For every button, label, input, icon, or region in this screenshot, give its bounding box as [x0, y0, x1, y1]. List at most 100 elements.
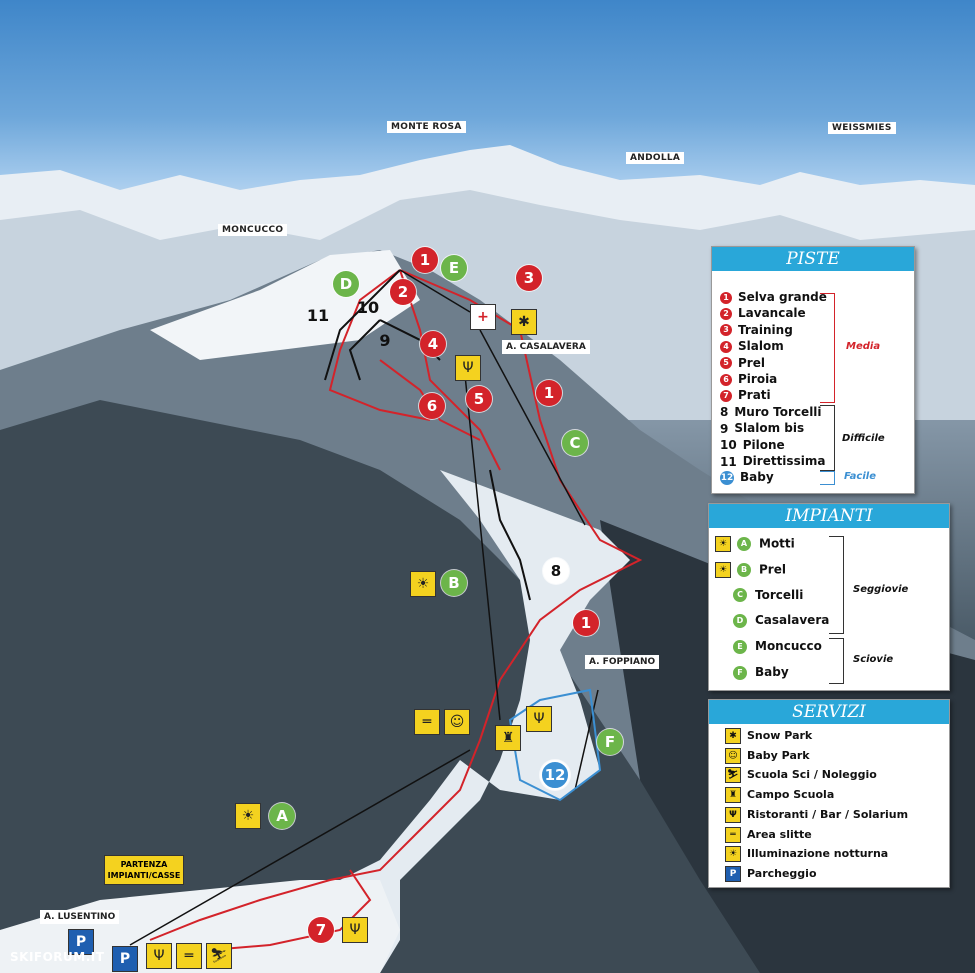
piste-number: 11: [720, 454, 737, 469]
run-marker-9[interactable]: 9: [379, 331, 391, 350]
lift-name: Motti: [759, 536, 795, 551]
lift-name: Moncucco: [755, 639, 822, 654]
ski-school-map-icon[interactable]: ⛷: [206, 943, 232, 969]
piste-row: 5 Prel: [720, 356, 765, 370]
piste-row: 11 Direttissima: [720, 454, 825, 468]
piste-number: 8: [720, 405, 729, 420]
servizi-row: ☺ Baby Park: [725, 747, 810, 764]
piste-row: 4 Slalom: [720, 339, 784, 353]
lift-marker-e[interactable]: E: [441, 255, 467, 281]
service-name: Parcheggio: [747, 866, 817, 880]
lift-code: A: [737, 537, 751, 551]
group-seggiovie: Seggiovie: [853, 584, 909, 595]
lift-code: B: [737, 562, 751, 577]
lift-name: Baby: [755, 665, 789, 679]
sled-area-icon: ═: [725, 826, 741, 843]
lift-marker-b[interactable]: B: [441, 570, 467, 596]
piste-number: 4: [720, 340, 732, 353]
night-lighting-map-icon[interactable]: ☀: [410, 571, 436, 597]
peak-label-andolla: ANDOLLA: [626, 152, 685, 164]
run-marker-7[interactable]: 7: [308, 917, 334, 943]
sled-area-map-icon-2[interactable]: ═: [176, 943, 202, 969]
group-media: Media: [846, 341, 881, 352]
piste-number: 9: [720, 421, 729, 436]
sled-area-map-icon[interactable]: ═: [414, 709, 440, 735]
piste-number: 10: [720, 438, 737, 453]
lift-code: E: [733, 639, 747, 654]
piste-name: Direttissima: [742, 454, 826, 468]
impianti-row: D Casalavera: [733, 613, 829, 628]
piste-name: Muro Torcelli: [734, 404, 822, 419]
restaurant-map-icon[interactable]: Ψ: [455, 355, 481, 381]
training-field-map-icon[interactable]: ♜: [495, 725, 521, 751]
snow-park-icon: ✱: [725, 728, 741, 744]
lift-marker-c[interactable]: C: [562, 430, 588, 456]
group-sciovie: Sciovie: [853, 654, 894, 665]
restaurant-map-icon-2[interactable]: Ψ: [526, 706, 552, 732]
lift-name: Torcelli: [755, 587, 804, 602]
run-marker-1-middle[interactable]: 1: [536, 380, 562, 406]
night-lighting-map-icon-2[interactable]: ☀: [235, 803, 261, 829]
piste-name: Selva grande: [738, 290, 827, 304]
run-marker-12[interactable]: 12: [540, 760, 570, 790]
lift-marker-a[interactable]: A: [269, 803, 295, 829]
run-marker-4[interactable]: 4: [420, 331, 446, 357]
servizi-row: ♜Campo Scuola: [725, 787, 834, 804]
piste-number: 2: [720, 307, 732, 320]
piste-name: Slalom: [738, 339, 784, 354]
piste-name: Pilone: [742, 437, 785, 452]
place-label-casalavera: A. CASALAVERA: [502, 340, 590, 354]
servizi-row: ═ Area slitte: [725, 826, 812, 843]
parking-map-icon[interactable]: P: [68, 929, 94, 955]
lift-code: D: [733, 613, 747, 628]
baby-park-icon: ☺: [725, 747, 741, 764]
lift-marker-d[interactable]: D: [333, 271, 359, 297]
lift-name: Casalavera: [755, 613, 830, 628]
run-marker-1[interactable]: 1: [412, 247, 438, 273]
piste-name: Prel: [738, 355, 765, 370]
watermark: SKIFORUM.IT: [10, 950, 105, 964]
difficile-bracket: [820, 405, 835, 471]
run-marker-3[interactable]: 3: [516, 265, 542, 291]
media-bracket: [820, 293, 835, 403]
service-name: Baby Park: [747, 748, 810, 762]
servizi-legend: SERVIZI ✱Snow Park☺Baby Park⛷Scuola Sci …: [708, 699, 950, 888]
piste-name: Training: [738, 322, 793, 337]
run-marker-11[interactable]: 11: [306, 306, 330, 325]
place-label-foppiano: A. FOPPIANO: [585, 655, 660, 669]
impianti-title: IMPIANTI: [709, 504, 949, 528]
service-name: Ristoranti / Bar / Solarium: [747, 807, 909, 821]
run-marker-8[interactable]: 8: [543, 558, 569, 584]
run-marker-10[interactable]: 10: [356, 298, 380, 317]
restaurant-map-icon-4[interactable]: Ψ: [342, 917, 368, 943]
run-marker-2[interactable]: 2: [390, 279, 416, 305]
piste-number: 7: [720, 389, 732, 402]
snow-park-map-icon[interactable]: ✱: [511, 309, 537, 335]
piste-name: Piroia: [738, 372, 778, 386]
parking-icon: P: [725, 865, 741, 882]
service-name: Area slitte: [747, 827, 812, 841]
baby-park-map-icon[interactable]: ☺: [444, 709, 470, 735]
servizi-row: ⛷Scuola Sci / Noleggio: [725, 767, 877, 784]
lift-marker-f[interactable]: F: [597, 729, 623, 755]
run-marker-5[interactable]: 5: [466, 386, 492, 412]
group-difficile: Difficile: [842, 433, 885, 444]
piste-row: 6 Piroia: [720, 372, 777, 386]
lift-name: Prel: [759, 562, 786, 577]
peak-label-weissmies: WEISSMIES: [828, 122, 896, 134]
piste-number: 5: [720, 357, 732, 370]
run-marker-1-lower[interactable]: 1: [573, 610, 599, 636]
piste-number: 6: [720, 373, 732, 386]
training-field-icon: ♜: [725, 787, 741, 804]
parking-map-icon-2[interactable]: P: [112, 946, 138, 972]
run-marker-6[interactable]: 6: [419, 393, 445, 419]
service-name: Snow Park: [747, 729, 813, 742]
restaurant-map-icon-3[interactable]: Ψ: [146, 943, 172, 969]
sciovie-bracket: [829, 638, 844, 684]
